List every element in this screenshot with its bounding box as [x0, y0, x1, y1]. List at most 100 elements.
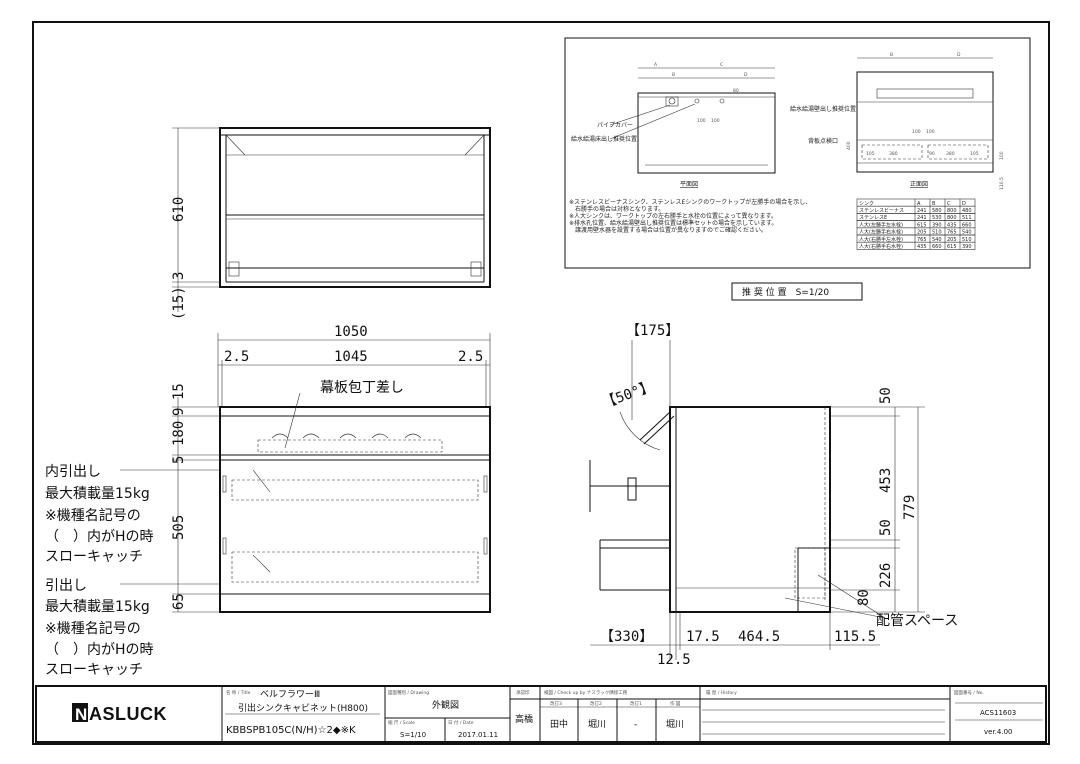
drawing-number: ACS11603: [980, 709, 1016, 717]
svg-text:縮 尺 / Scale: 縮 尺 / Scale: [388, 719, 415, 726]
dim-453: 453: [878, 468, 894, 493]
svg-text:改訂3: 改訂3: [550, 700, 562, 707]
angle-50: 【50°】: [600, 378, 656, 411]
table-cell: 390: [962, 244, 972, 250]
table-cell: 人大(左勝手左水栓): [859, 221, 903, 228]
svg-text:N: N: [75, 705, 87, 724]
table-cell: 615: [947, 244, 957, 250]
dim-12-5: 12.5: [657, 652, 691, 668]
svg-text:スローキャッチ: スローキャッチ: [45, 662, 143, 678]
svg-text:100: 100: [999, 151, 1005, 160]
svg-text:日 付 / Date: 日 付 / Date: [448, 719, 474, 726]
svg-text:最大積載量15kg: 最大積載量15kg: [45, 599, 150, 615]
svg-text:作 図: 作 図: [670, 700, 681, 707]
svg-text:100: 100: [697, 118, 706, 124]
table-cell: 435: [947, 222, 957, 228]
wall-supply-label: 給水給湯壁出し推奨位置: [790, 105, 856, 113]
table-cell: A: [917, 201, 921, 207]
svg-text:380: 380: [889, 151, 898, 157]
table-cell: 580: [932, 208, 942, 214]
table-cell: C: [947, 201, 951, 207]
svg-text:※ステンレスビーナスシンク、ステンレスEシンクのワークトップ: ※ステンレスビーナスシンク、ステンレスEシンクのワークトップが左勝手の場合を示し…: [569, 198, 811, 206]
table-cell: 241: [917, 215, 927, 221]
table-cell: 390: [932, 222, 942, 228]
dim-15: (15): [171, 286, 187, 320]
svg-text:右勝手の場合は対称となります。: 右勝手の場合は対称となります。: [569, 205, 664, 213]
svg-text:-: -: [634, 720, 637, 730]
table-cell: シンク: [859, 201, 874, 207]
svg-text:堀川: 堀川: [666, 719, 684, 730]
svg-text:改訂2: 改訂2: [590, 700, 602, 707]
top-view: 610 3 (15): [171, 127, 491, 320]
svg-text:A: A: [654, 62, 658, 68]
approver: 高橋: [515, 713, 533, 725]
table-cell: 人大(右勝手右水栓): [859, 243, 903, 250]
series-name: ベルフラワーⅢ: [260, 689, 320, 700]
dim-2-5-left: 2.5: [224, 349, 249, 365]
svg-text:※機種名記号の: ※機種名記号の: [45, 507, 141, 524]
dim-115-5: 115.5: [834, 629, 876, 645]
svg-text:堀川: 堀川: [588, 719, 606, 730]
table-cell: B: [932, 201, 936, 207]
svg-text:（ ）内がHの時: （ ）内がHの時: [45, 642, 154, 658]
dim-65: 65: [171, 593, 187, 610]
inset-caption: 推 奨 位 置 S=1/20: [742, 286, 829, 298]
svg-text:C: C: [720, 62, 723, 68]
front-view-label: 正面図: [910, 181, 928, 188]
dim-9: 9: [171, 408, 187, 416]
recommended-position-inset: A C B D 100 100 80 パイプカバー 給水給湯床出し推奨位置 平面…: [564, 37, 1031, 269]
table-cell: 800: [947, 208, 957, 214]
pipe-space-label: 配管スペース: [876, 613, 958, 629]
svg-text:100: 100: [912, 129, 921, 135]
dim-505: 505: [171, 515, 187, 540]
svg-text:※排水孔位置、給水給湯壁出し推奨位置は標準セットの場合を示し: ※排水孔位置、給水給湯壁出し推奨位置は標準セットの場合を示しています。: [569, 219, 777, 227]
table-cell: 540: [962, 230, 972, 236]
table-cell: 660: [932, 244, 942, 250]
plan-view-label: 平面図: [680, 181, 698, 188]
dim-2-5-right: 2.5: [458, 349, 483, 365]
table-header: [856, 198, 976, 207]
table-cell: 480: [962, 208, 972, 214]
side-view: 【175】 【50°】 50 453 50 226 80 779 【330】 1…: [589, 323, 958, 668]
date: 2017.01.11: [458, 731, 498, 739]
inset-caption-box: [731, 282, 863, 301]
scale: S=1/10: [400, 731, 426, 739]
svg-text:名 称 / Title: 名 称 / Title: [226, 689, 251, 696]
dim-80: 80: [856, 589, 872, 606]
svg-text:100: 100: [711, 118, 720, 124]
svg-text:※機種名記号の: ※機種名記号の: [45, 620, 141, 637]
dim-610: 610: [171, 197, 187, 222]
front-view: 1050 2.5 1045 2.5 幕板包丁差し 15 9 180: [171, 324, 491, 613]
table-cell: ステンレスビーナス: [859, 207, 904, 214]
svg-text:改訂1: 改訂1: [630, 700, 642, 707]
pipe-cover-label: パイプカバー: [597, 122, 633, 129]
dim-175: 【175】: [626, 323, 679, 339]
svg-text:図面種別 / Drawing: 図面種別 / Drawing: [388, 689, 429, 696]
svg-text:※人大シンクは、ワークトップの左右勝手と水栓の位置によって異: ※人大シンクは、ワークトップの左右勝手と水栓の位置によって異なります。: [569, 212, 777, 220]
table-cell: 540: [932, 237, 942, 243]
drawer-note: 引出し 最大積載量15kg ※機種名記号の （ ）内がHの時 スローキャッチ: [45, 578, 220, 678]
svg-text:110.5: 110.5: [999, 177, 1005, 190]
table-cell: 435: [917, 244, 927, 250]
svg-text:譲渡用壁水器を設置する場合は位置が異なりますのでご確認くださ: 譲渡用壁水器を設置する場合は位置が異なりますのでご確認ください。: [569, 226, 767, 234]
svg-text:検図 / Check up by ナスラック隣接工務: 検図 / Check up by ナスラック隣接工務: [544, 689, 628, 696]
model-number: KBBSPB105C(N/H)☆2◆※K: [226, 725, 356, 736]
table-cell: 205: [947, 237, 957, 243]
table-cell: 615: [917, 222, 927, 228]
nasluck-logo: N ASLUCK: [72, 703, 167, 724]
table-cell: 510: [932, 230, 942, 236]
dim-330: 【330】: [600, 629, 653, 645]
dim-17-5: 17.5: [686, 629, 720, 645]
svg-text:105: 105: [970, 151, 979, 157]
svg-text:スローキャッチ: スローキャッチ: [45, 549, 143, 565]
dim-1050: 1050: [334, 324, 368, 340]
table-cell: 人大(右勝手左水栓): [859, 236, 903, 243]
table-cell: 人大(左勝手右水栓): [859, 229, 903, 236]
title-block: [35, 685, 1047, 743]
svg-text:80: 80: [733, 88, 739, 94]
svg-text:田中: 田中: [550, 718, 568, 730]
table-cell: ステンレスE: [859, 215, 887, 221]
drawing-type: 外観図: [432, 699, 459, 711]
dim-779: 779: [902, 495, 918, 520]
